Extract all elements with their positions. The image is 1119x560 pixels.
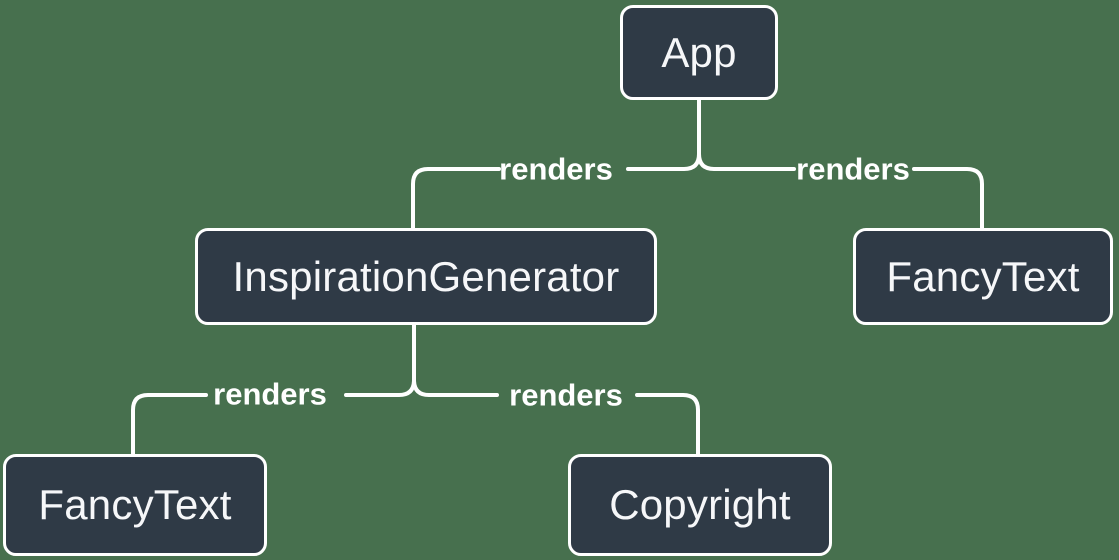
node-fancy-text-top: FancyText — [853, 228, 1113, 325]
edge-app-to-fancytext — [697, 98, 984, 230]
node-copyright: Copyright — [568, 454, 832, 556]
edge-label-renders-inspirationgenerator-fancytext: renders — [213, 376, 327, 412]
edge-label-renders-app-inspirationgenerator: renders — [499, 151, 613, 187]
node-app: App — [620, 5, 778, 100]
node-fancy-text-bottom: FancyText — [3, 454, 267, 556]
edge-inspirationgenerator-to-copyright — [412, 323, 700, 456]
edge-label-renders-app-fancytext: renders — [796, 151, 910, 187]
node-inspiration-generator: InspirationGenerator — [195, 228, 657, 325]
edge-label-renders-inspirationgenerator-copyright: renders — [509, 377, 623, 413]
